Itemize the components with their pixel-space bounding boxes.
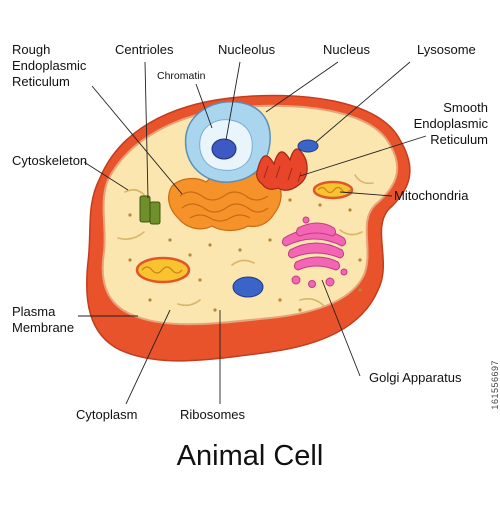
leader-lysosome — [315, 61, 411, 143]
ribosome-dot — [268, 238, 272, 242]
ribosome-dot — [348, 208, 352, 212]
ribosome-dot — [238, 248, 242, 252]
cytoskeleton-filament — [124, 188, 146, 197]
mitochondrion-left — [135, 256, 191, 284]
lysosome-shape — [297, 139, 319, 153]
leader-lines — [78, 61, 427, 405]
centrioles-shape — [139, 195, 161, 225]
label-smooth-er: Smooth Endoplasmic Reticulum — [413, 100, 488, 147]
ribosome-dot — [288, 198, 292, 202]
nucleolus-shape — [211, 138, 237, 160]
leader-nucleus — [265, 61, 339, 113]
label-centrioles: Centrioles — [115, 42, 174, 57]
cytoskeleton-filament — [339, 229, 363, 236]
leader-mitochondria — [339, 191, 393, 197]
cytoskeleton-filament — [177, 299, 201, 307]
cytoskeleton-filament — [354, 174, 374, 185]
ribosome-dot — [318, 203, 322, 207]
lysosome-shape-2 — [232, 276, 264, 298]
leader-smooth-er — [299, 135, 427, 177]
leader-chromatin — [195, 83, 213, 129]
diagram-title: Animal Cell — [176, 440, 324, 472]
ribosome-dot — [208, 243, 212, 247]
cytoskeleton-filaments — [117, 174, 374, 307]
label-cytoplasm: Cytoplasm — [76, 407, 138, 422]
label-mitochondria: Mitochondria — [394, 188, 469, 203]
ribosome-dot — [168, 238, 172, 242]
leader-centrioles — [144, 61, 149, 199]
ribosome-dot — [148, 298, 152, 302]
golgi-apparatus-shape — [281, 216, 348, 288]
ribosome-dot — [278, 298, 282, 302]
stock-watermark: 161556697 — [490, 360, 500, 410]
label-plasma-membrane: Plasma Membrane — [12, 304, 75, 335]
leader-golgi — [321, 279, 361, 377]
label-ribosomes: Ribosomes — [180, 407, 246, 422]
ribosome-dot — [188, 253, 192, 257]
leader-nucleolus — [225, 61, 241, 141]
mitochondrion-right — [312, 180, 354, 200]
label-cytoskeleton: Cytoskeleton — [12, 153, 88, 168]
label-chromatin: Chromatin — [157, 70, 206, 82]
ribosome-dot — [358, 258, 362, 262]
ribosome-dot — [198, 278, 202, 282]
ribosome-dot — [358, 288, 362, 292]
nucleus-shape — [184, 101, 271, 183]
label-lysosome: Lysosome — [417, 42, 476, 57]
label-golgi: Golgi Apparatus — [369, 370, 462, 385]
ribosome-dot — [128, 213, 132, 217]
leader-cytoplasm — [125, 309, 171, 405]
ribosome-dot — [128, 258, 132, 262]
label-nucleolus: Nucleolus — [218, 42, 276, 57]
cytoskeleton-filament — [231, 259, 255, 266]
label-nucleus: Nucleus — [323, 42, 370, 57]
label-rough-er: Rough Endoplasmic Reticulum — [12, 42, 87, 89]
cytoskeleton-filament — [117, 231, 145, 240]
ribosome-dot — [213, 308, 217, 312]
leader-cytoskeleton — [83, 161, 129, 191]
leader-rough-er — [91, 85, 183, 195]
ribosome-dot — [298, 308, 302, 312]
cytoskeleton-filament — [299, 298, 325, 307]
ribosome-dots — [128, 198, 362, 312]
